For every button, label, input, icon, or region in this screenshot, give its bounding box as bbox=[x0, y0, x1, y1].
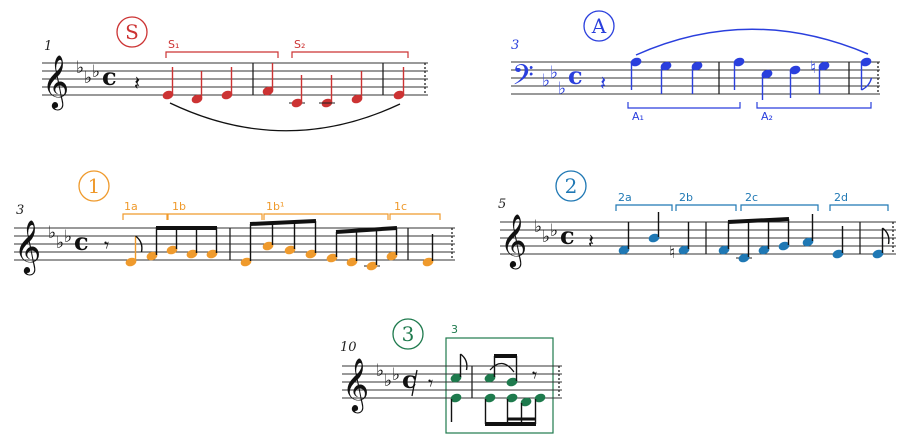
section-2: 2 5 𝄞 ♭ ♭ ♭ c 𝄽 bbox=[498, 170, 896, 269]
notes-a bbox=[630, 57, 873, 100]
label-a2: A₂ bbox=[761, 110, 773, 123]
bracket-2c bbox=[740, 204, 819, 211]
notes-2 bbox=[618, 212, 890, 263]
section-3: 3 10 3 𝄞 ♭ ♭ ♭ c 𝄾 bbox=[340, 318, 562, 434]
label-2d: 2d bbox=[834, 191, 848, 204]
staff-s bbox=[42, 62, 428, 96]
badge-2: 2 bbox=[565, 174, 578, 198]
flat-1-2: ♭ bbox=[56, 233, 64, 253]
flat-a-1: ♭ bbox=[542, 71, 550, 91]
flat-s-3: ♭ bbox=[92, 62, 100, 82]
bracket-2d bbox=[829, 204, 889, 211]
section-s: S 1 𝄞 ♭ ♭ ♭ c 𝄽 bbox=[42, 16, 428, 132]
label-s2: S₂ bbox=[294, 38, 305, 51]
label-s1: S₁ bbox=[168, 38, 179, 51]
time-sig-2: c bbox=[560, 221, 575, 250]
flat-1-3: ♭ bbox=[64, 227, 72, 247]
flat-3-2: ♭ bbox=[384, 371, 392, 391]
label-1a: 1a bbox=[124, 200, 138, 213]
badge-circle-3 bbox=[392, 318, 424, 350]
flat-3-1: ♭ bbox=[376, 361, 384, 381]
staff-2 bbox=[500, 221, 896, 255]
bracket-1c bbox=[389, 213, 441, 220]
badge-s: S bbox=[125, 20, 139, 44]
treble-clef-2: 𝄞 bbox=[500, 213, 527, 269]
highlight-box-3 bbox=[445, 337, 554, 434]
treble-clef-s: 𝄞 bbox=[42, 54, 69, 110]
notes-s bbox=[162, 63, 405, 108]
rest-3: 𝄾 bbox=[428, 371, 433, 395]
badge-a: A bbox=[591, 14, 607, 38]
staff-1 bbox=[14, 227, 455, 261]
flag-a-8 bbox=[861, 77, 873, 91]
rest-1: 𝄾 bbox=[104, 233, 109, 257]
measure-number-2: 5 bbox=[498, 197, 506, 212]
flat-2-3: ♭ bbox=[550, 221, 558, 241]
box-label-3: 3 bbox=[451, 323, 458, 336]
beams-2 bbox=[727, 217, 790, 257]
badge-circle-2 bbox=[555, 170, 587, 202]
slur-a bbox=[635, 28, 869, 56]
badge-3: 3 bbox=[402, 322, 415, 346]
rest-3-b: 𝄾 bbox=[532, 363, 537, 387]
notes-1 bbox=[125, 235, 434, 271]
staff-3 bbox=[342, 365, 562, 399]
treble-clef-1: 𝄞 bbox=[14, 219, 41, 275]
badge-circle-1 bbox=[78, 170, 110, 202]
label-a1: A₁ bbox=[632, 110, 644, 123]
time-sig-s: c bbox=[102, 62, 117, 91]
bracket-s1 bbox=[165, 51, 279, 58]
measure-number-a: 3 bbox=[511, 38, 519, 53]
label-2a: 2a bbox=[618, 191, 632, 204]
flat-s-1: ♭ bbox=[76, 58, 84, 78]
natural-a: ♮ bbox=[810, 58, 816, 78]
flat-2-1: ♭ bbox=[534, 217, 542, 237]
flat-2-2: ♭ bbox=[542, 227, 550, 247]
badge-circle-s bbox=[116, 16, 148, 48]
time-sig-3: c bbox=[402, 365, 417, 394]
section-1: 1 3 𝄞 ♭ ♭ ♭ c 𝄾 bbox=[14, 170, 455, 275]
rest-2: 𝄽 bbox=[588, 229, 594, 253]
label-1b: 1b bbox=[172, 200, 186, 213]
treble-clef-3: 𝄞 bbox=[342, 357, 369, 413]
bracket-a2 bbox=[756, 102, 872, 109]
flat-1-1: ♭ bbox=[48, 223, 56, 243]
rest-a: 𝄽 bbox=[600, 71, 606, 95]
bracket-1a bbox=[122, 213, 168, 220]
bass-clef-a: 𝄢 bbox=[512, 59, 534, 99]
bracket-s2 bbox=[291, 51, 409, 58]
label-2b: 2b bbox=[679, 191, 693, 204]
beams-1 bbox=[155, 219, 434, 265]
label-1b1: 1b¹ bbox=[266, 200, 284, 213]
label-1c: 1c bbox=[394, 200, 407, 213]
badge-1: 1 bbox=[88, 174, 101, 198]
flat-a-2: ♭ bbox=[550, 63, 558, 83]
badge-circle-a bbox=[583, 10, 615, 42]
bracket-2b bbox=[675, 204, 737, 211]
flat-s-2: ♭ bbox=[84, 68, 92, 88]
flat-a-3: ♭ bbox=[558, 79, 566, 99]
time-sig-1: c bbox=[74, 227, 89, 256]
natural-2: ♮ bbox=[669, 243, 675, 263]
label-2c: 2c bbox=[745, 191, 758, 204]
slur-s bbox=[169, 102, 401, 132]
measure-number-s: 1 bbox=[44, 39, 52, 54]
bracket-a1 bbox=[627, 102, 741, 109]
flat-3-3: ♭ bbox=[392, 365, 400, 385]
beams-3 bbox=[450, 353, 537, 426]
measure-number-3: 10 bbox=[340, 340, 357, 355]
section-a: A 3 𝄢 ♭ ♭ ♭ c 𝄽 bbox=[511, 10, 880, 123]
measure-number-1: 3 bbox=[16, 203, 24, 218]
time-sig-a: c bbox=[568, 61, 583, 90]
bracket-2a bbox=[615, 204, 673, 211]
bracket-1b1 bbox=[263, 213, 389, 220]
bracket-1b bbox=[167, 213, 263, 220]
rest-s: 𝄽 bbox=[134, 71, 140, 95]
